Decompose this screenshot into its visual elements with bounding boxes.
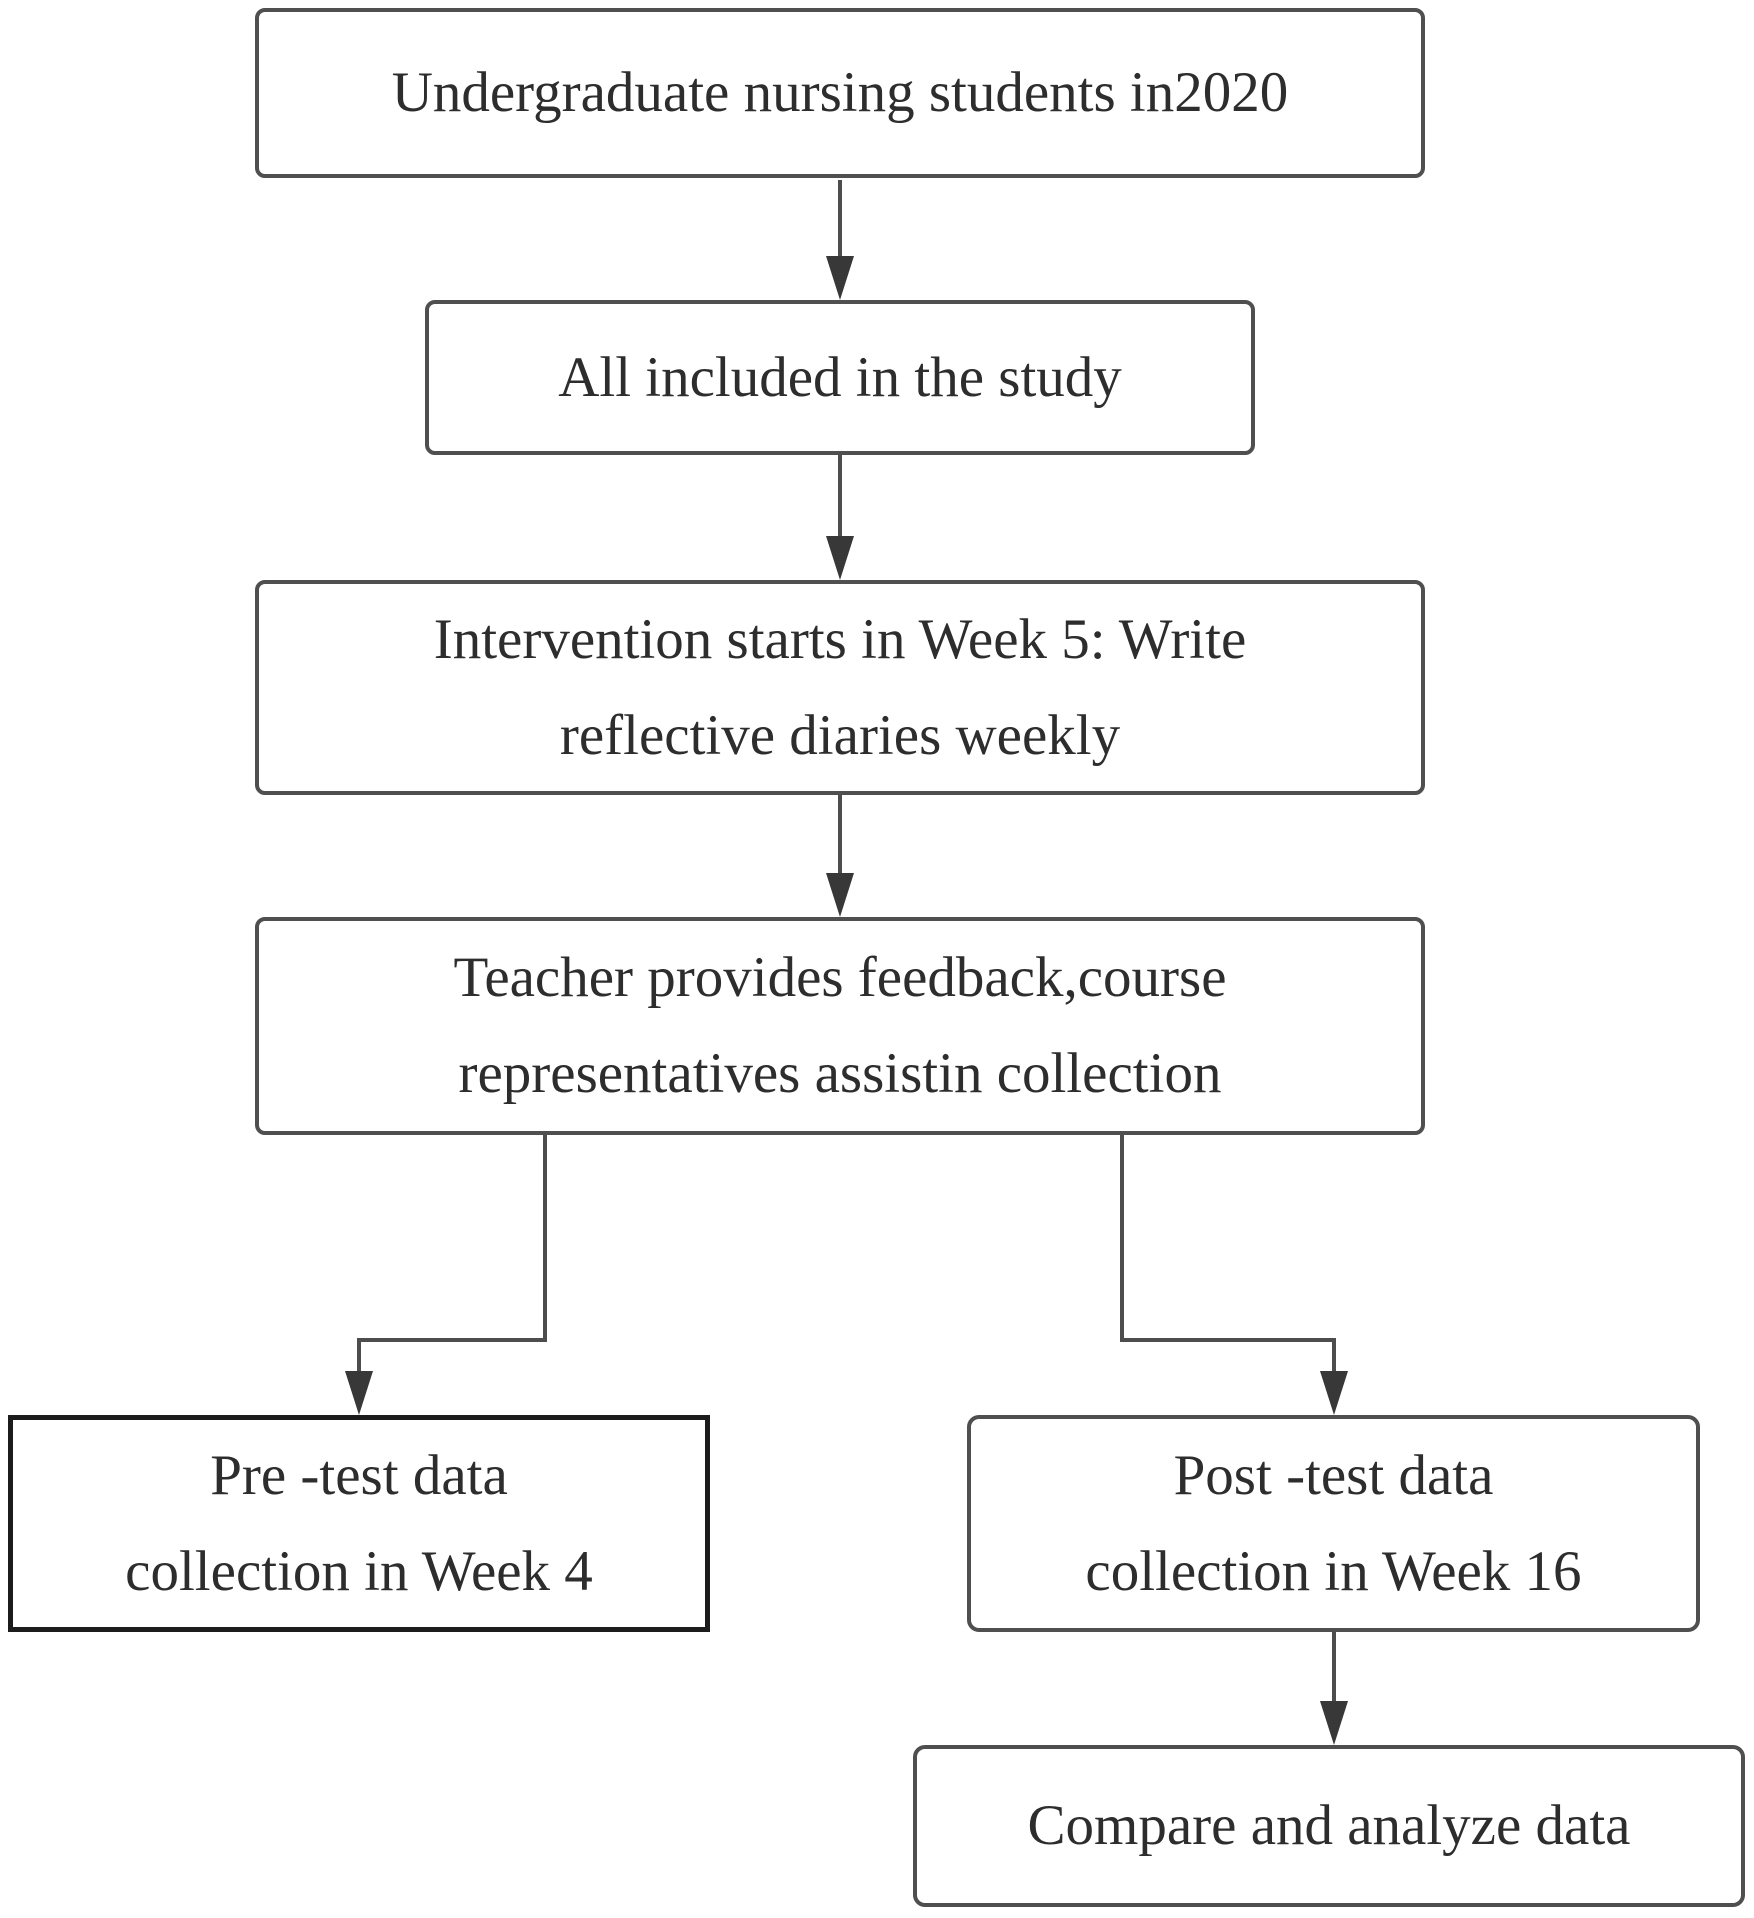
node-pretest-collection-label: Pre -test data collection in Week 4 xyxy=(125,1443,593,1603)
node-teacher-feedback: Teacher provides feedback,course represe… xyxy=(255,917,1425,1135)
node-intervention-starts-label: Intervention starts in Week 5: Write ref… xyxy=(433,607,1247,767)
node-all-included-label: All included in the study xyxy=(558,345,1122,409)
arrow-posttest-to-analyze xyxy=(1320,1632,1348,1745)
node-posttest-collection: Post -test data collection in Week 16 xyxy=(967,1415,1700,1632)
node-compare-analyze-label: Compare and analyze data xyxy=(1027,1794,1631,1858)
node-pretest-collection: Pre -test data collection in Week 4 xyxy=(8,1415,710,1632)
node-compare-analyze: Compare and analyze data xyxy=(913,1745,1745,1907)
node-undergraduate-students-label: Undergraduate nursing students in2020 xyxy=(391,61,1289,125)
arrow-feedback-to-pretest xyxy=(345,1135,547,1415)
node-undergraduate-students: Undergraduate nursing students in2020 xyxy=(255,8,1425,178)
arrow-feedback-to-posttest xyxy=(1120,1135,1348,1415)
node-all-included: All included in the study xyxy=(425,300,1255,455)
arrow-students-to-included xyxy=(826,180,854,300)
arrow-intervention-to-feedback xyxy=(826,795,854,917)
node-teacher-feedback-label: Teacher provides feedback,course represe… xyxy=(453,946,1227,1105)
node-posttest-collection-label: Post -test data collection in Week 16 xyxy=(1085,1443,1582,1603)
node-intervention-starts: Intervention starts in Week 5: Write ref… xyxy=(255,580,1425,795)
arrow-included-to-intervention xyxy=(826,455,854,580)
